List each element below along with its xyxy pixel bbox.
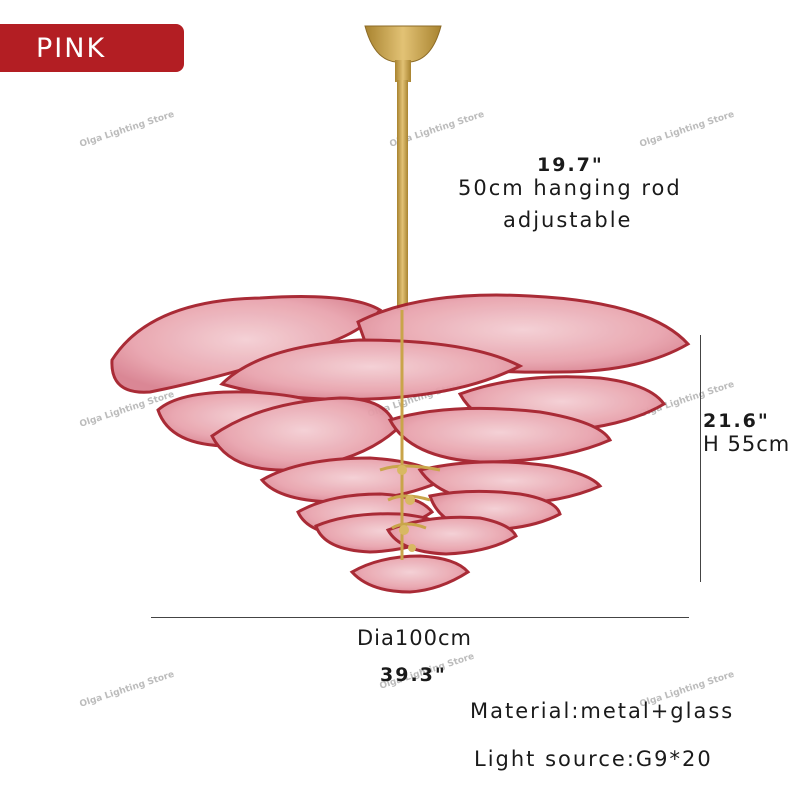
brass-frame — [391, 522, 427, 530]
hanging-rod — [397, 80, 408, 310]
color-badge-label: PINK — [36, 32, 107, 64]
bulb-socket — [408, 544, 416, 552]
height-inches: 21.6" — [703, 410, 770, 432]
rod-length-inches: 19.7" — [537, 154, 604, 176]
glass-leaf — [387, 406, 613, 464]
bulb-socket — [399, 525, 409, 535]
canopy-neck — [395, 60, 411, 82]
height-dimension-line — [700, 335, 701, 582]
height-cm: H 55cm — [703, 432, 791, 456]
bulb-socket — [397, 465, 407, 475]
light-source-spec: Light source:G9*20 — [474, 747, 713, 771]
color-badge: PINK — [0, 24, 184, 72]
brass-frame — [387, 494, 431, 502]
brass-frame — [379, 464, 441, 472]
diameter-dimension-line — [151, 617, 689, 618]
ceiling-canopy — [364, 25, 442, 63]
rod-adjustable-note: adjustable — [503, 208, 633, 232]
glass-leaf — [349, 554, 471, 594]
rod-length-cm: 50cm hanging rod — [458, 176, 682, 200]
material-spec: Material:metal+glass — [470, 699, 735, 723]
bulb-socket — [405, 495, 415, 505]
diameter-cm: Dia100cm — [357, 626, 472, 650]
diameter-inches: 39.3" — [380, 664, 447, 686]
